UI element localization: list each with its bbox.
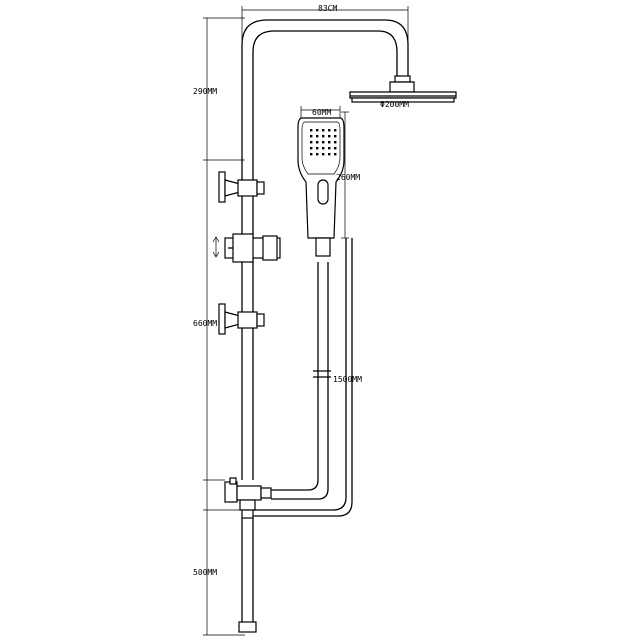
nozzle — [316, 129, 319, 132]
nozzle — [310, 129, 313, 132]
nozzle — [328, 141, 331, 144]
nozzle — [322, 153, 325, 156]
label-top-width: 83CM — [318, 4, 337, 13]
nozzle — [328, 153, 331, 156]
overhead-shower-head — [349, 75, 457, 103]
nozzle — [334, 129, 337, 132]
nozzle — [316, 135, 319, 138]
hand-shower — [297, 117, 345, 257]
riser-pipe — [241, 19, 409, 480]
nozzle — [310, 141, 313, 144]
diverter-valve — [224, 477, 272, 519]
nozzle — [334, 153, 337, 156]
dimension-labels: 83CM 290MM Φ200MM 60MM 260MM 660MM 1500M… — [193, 4, 409, 577]
label-shower-head-diameter: Φ200MM — [380, 100, 409, 109]
upper-wall-bracket — [218, 171, 265, 203]
nozzle — [310, 135, 313, 138]
label-hand-shower-width: 60MM — [312, 108, 331, 117]
nozzle — [322, 147, 325, 150]
dimension-lines — [203, 6, 409, 636]
nozzle-grid — [310, 129, 337, 156]
nozzle — [334, 135, 337, 138]
lower-wall-bracket — [218, 303, 265, 335]
nozzle — [316, 147, 319, 150]
label-upper-height: 290MM — [193, 87, 217, 96]
shower-hose — [253, 238, 353, 517]
nozzle — [328, 129, 331, 132]
nozzle — [322, 129, 325, 132]
slider-holder — [224, 233, 281, 263]
nozzle — [328, 135, 331, 138]
nozzle — [322, 135, 325, 138]
nozzle — [328, 147, 331, 150]
label-hose-length: 1500MM — [333, 375, 362, 384]
nozzle — [310, 147, 313, 150]
inlet-pipe — [238, 518, 257, 633]
nozzle — [310, 153, 313, 156]
nozzle — [334, 147, 337, 150]
nozzle — [316, 141, 319, 144]
nozzle — [316, 153, 319, 156]
label-hand-shower-length: 260MM — [336, 173, 360, 182]
nozzle — [334, 141, 337, 144]
nozzle — [322, 141, 325, 144]
label-lower-height: 500MM — [193, 568, 217, 577]
label-rail-length: 660MM — [193, 319, 217, 328]
